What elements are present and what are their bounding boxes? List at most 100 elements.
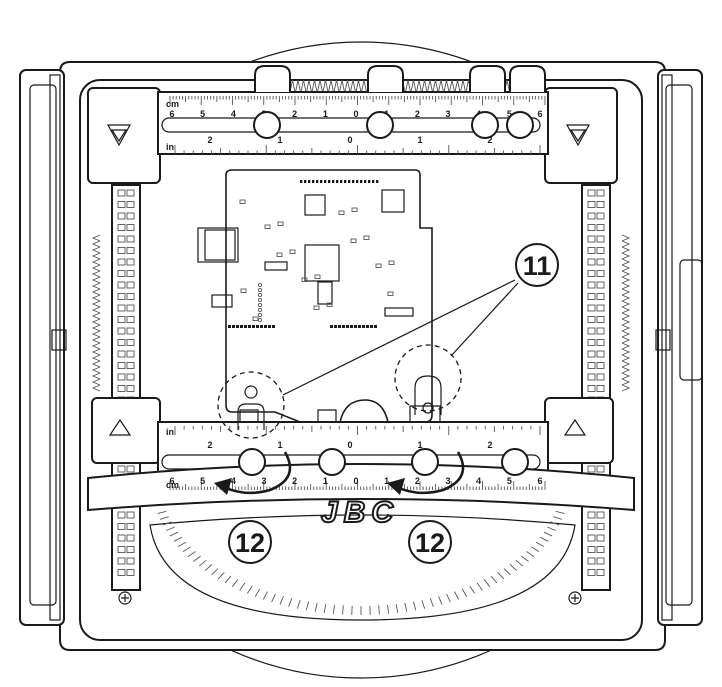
rail-slot bbox=[596, 224, 605, 231]
rail-slot bbox=[126, 546, 135, 553]
rail-slot bbox=[126, 201, 135, 208]
rail-slot bbox=[587, 212, 596, 220]
rail-slot bbox=[587, 350, 596, 358]
rail-slot bbox=[126, 258, 135, 266]
scale-label: 3 bbox=[261, 476, 266, 486]
pcb-passive bbox=[264, 224, 271, 229]
pcb-pad bbox=[256, 325, 259, 328]
top-clamp-bar bbox=[87, 65, 618, 184]
gear-tooth bbox=[621, 342, 631, 350]
pcb-pad bbox=[236, 325, 239, 328]
rail-slot bbox=[587, 258, 596, 266]
scale-label: 5 bbox=[200, 109, 205, 119]
gear-tooth bbox=[344, 79, 351, 93]
rail-slot bbox=[126, 189, 135, 197]
gear-tooth bbox=[547, 526, 556, 531]
gear-tooth bbox=[449, 79, 455, 93]
rail-slot bbox=[126, 247, 135, 254]
rail-slot bbox=[587, 327, 596, 335]
scale-label: 0 bbox=[347, 135, 352, 145]
gear-tooth bbox=[91, 246, 101, 254]
rail-slot bbox=[117, 511, 126, 519]
top-scale-ticks bbox=[169, 96, 546, 154]
scale-label: 1 bbox=[417, 135, 422, 145]
gear-tooth bbox=[173, 536, 183, 542]
gear-tooth bbox=[621, 354, 631, 362]
detail-inner-shapes bbox=[237, 375, 442, 430]
rail-slot bbox=[596, 212, 605, 220]
leader-line-left bbox=[282, 279, 516, 396]
rail-slot bbox=[117, 523, 126, 530]
usb-connector bbox=[197, 227, 239, 263]
pcb-pad bbox=[240, 325, 243, 328]
gear-tooth bbox=[621, 258, 631, 266]
rail-slot bbox=[596, 189, 605, 197]
rail-slot bbox=[596, 258, 605, 266]
gear-tooth bbox=[271, 593, 276, 603]
gear-tooth bbox=[503, 568, 511, 576]
gear-tooth bbox=[314, 602, 318, 612]
gear-tooth bbox=[211, 568, 219, 576]
pcb-via bbox=[257, 292, 263, 298]
gear-tooth bbox=[305, 601, 310, 611]
gear-tooth bbox=[621, 348, 631, 356]
scale-label: 5 bbox=[200, 476, 205, 486]
gear-tooth bbox=[531, 546, 540, 553]
rail-slot bbox=[126, 316, 135, 323]
scale-label: 5 bbox=[507, 109, 512, 119]
gear-tooth bbox=[550, 521, 560, 526]
scale-label: 6 bbox=[537, 476, 542, 486]
pcb-pad bbox=[348, 180, 351, 183]
gear-tooth bbox=[454, 79, 461, 93]
gear-tooth bbox=[91, 312, 101, 320]
jbc-logo: JBC bbox=[321, 496, 399, 529]
rail-slot bbox=[587, 557, 596, 565]
gear-tooth bbox=[182, 546, 191, 553]
pcb-connector bbox=[264, 261, 288, 271]
scale-label: 1 bbox=[277, 135, 282, 145]
detail-circle-right bbox=[394, 344, 462, 412]
rail-slot bbox=[596, 465, 605, 473]
gear-tooth bbox=[332, 604, 336, 614]
gear-tooth bbox=[526, 551, 535, 557]
pcb-passive bbox=[240, 288, 247, 293]
gear-tooth bbox=[621, 270, 631, 278]
scale-unit-in: in bbox=[166, 142, 174, 152]
scale-label: 2 bbox=[487, 440, 492, 450]
gear-tooth bbox=[91, 336, 101, 344]
gear-tooth bbox=[621, 246, 631, 254]
scale-unit-in: in bbox=[166, 427, 174, 437]
pcb-passive bbox=[277, 221, 284, 226]
rail-slot bbox=[117, 247, 126, 254]
gear-tooth bbox=[355, 79, 362, 93]
gear-tooth bbox=[621, 264, 631, 272]
scale-label: 4 bbox=[231, 476, 236, 486]
gear-tooth bbox=[412, 601, 417, 611]
pcb-pad bbox=[340, 180, 343, 183]
gear-tooth bbox=[438, 79, 444, 93]
rail-slot bbox=[587, 316, 596, 323]
callout-12-right: 12 bbox=[408, 520, 452, 564]
rail-slot bbox=[126, 557, 135, 565]
bottom-clamp-knobs bbox=[238, 448, 529, 476]
pcb-pad bbox=[268, 325, 271, 328]
pcb-pad bbox=[320, 180, 323, 183]
gear-tooth bbox=[279, 596, 284, 605]
rail-slot bbox=[117, 546, 126, 553]
rail-slot bbox=[117, 350, 126, 358]
gear-tooth bbox=[91, 294, 101, 302]
gear-tooth bbox=[429, 598, 434, 607]
gear-tooth bbox=[416, 79, 422, 93]
rail-slot bbox=[587, 511, 596, 519]
scale-label: 6 bbox=[169, 109, 174, 119]
scale-label: 2 bbox=[487, 135, 492, 145]
gear-tooth bbox=[621, 240, 631, 248]
gear-tooth bbox=[91, 252, 101, 260]
rail-slot bbox=[117, 224, 126, 231]
rail-slot bbox=[126, 235, 135, 243]
pcb-chip bbox=[304, 194, 326, 216]
rail-slot bbox=[117, 339, 126, 346]
gear-tooth bbox=[159, 516, 169, 520]
scale-label: 0 bbox=[353, 109, 358, 119]
